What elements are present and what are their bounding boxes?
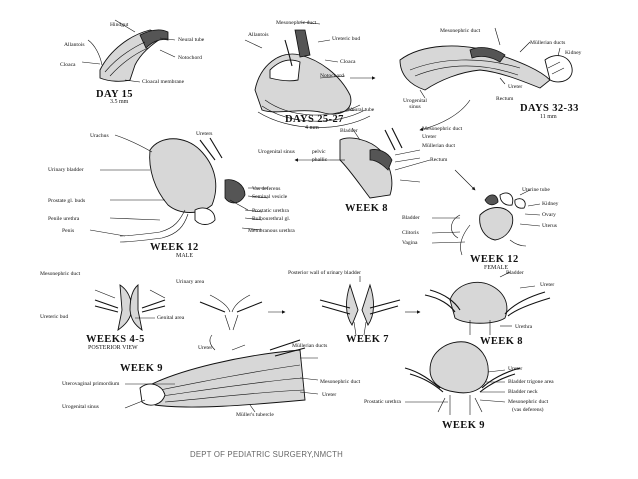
label-urethra: Urethra (515, 324, 533, 330)
title-week9-right: WEEK 9 (442, 420, 485, 431)
label-notochord: Notochord (178, 55, 202, 61)
label-kidney-2: Kidney (542, 201, 559, 207)
label-rectum: Rectum (496, 96, 514, 102)
label-ureteric-bud-2: Ureteric bud (40, 314, 69, 320)
label-bladder-3: Bladder (506, 270, 524, 276)
label-genital-area: Genital area (157, 315, 185, 321)
label-ureteric-bud: Ureteric bud (332, 36, 361, 42)
title-week8-right: WEEK 8 (480, 336, 523, 347)
label-clitoris: Clitoris (402, 230, 419, 236)
label-mesonephric-duct-7: Mesonephric duct (508, 399, 549, 405)
week8b-figure (424, 271, 551, 335)
label-ureter-3: Ureter (540, 282, 555, 288)
size-days32: 11 mm (540, 114, 557, 120)
title-week8: WEEK 8 (345, 203, 388, 214)
label-neural-tube: Neural tube (178, 37, 205, 43)
title-days25: DAYS 25-27 (285, 114, 344, 125)
label-uterus: Uterus (542, 223, 557, 229)
size-day15: 3.5 mm (110, 99, 129, 105)
label-posterior-wall: Posterior wall of urinary bladder (288, 270, 362, 276)
title-week12-female: WEEK 12 (470, 254, 519, 265)
subtitle-male: MALE (176, 253, 193, 259)
label-vagina: Vagina (402, 240, 418, 246)
label-urinary-area: Urinary area (176, 279, 205, 285)
day15-figure (81, 19, 176, 83)
label-ureter-5: Ureter (322, 392, 337, 398)
label-allantois-2: Allantois (248, 32, 269, 38)
label-bladder-neck: Bladder neck (508, 389, 538, 395)
label-mesonephric-duct-3: Mesonephric duct (440, 28, 481, 34)
label-ovary: Ovary (542, 212, 556, 218)
label-rectum-2: Rectum (430, 157, 448, 163)
days25-figure (244, 21, 371, 128)
title-week12-male: WEEK 12 (150, 242, 199, 253)
label-prostatic-urethra-2: Prostatic urethra (364, 399, 401, 405)
label-hindgut: Hindgut (110, 22, 129, 28)
label-penile-urethra: Penile urethra (48, 216, 80, 222)
label-bladder: Bladder (340, 128, 358, 134)
week12f-figure (431, 189, 541, 256)
title-days32: DAYS 32-33 (520, 103, 579, 114)
label-mullerian-duct: Müllerian duct (422, 143, 456, 149)
footer-text: DEPT OF PEDIATRIC SURGERY,NMCTH (190, 450, 343, 459)
weeks45-figure (94, 284, 263, 332)
label-urinary-bladder: Urinary bladder (48, 167, 84, 173)
label-vas-deferens-2: (vas deferens) (512, 407, 544, 413)
label-mesonephric-duct-6: Mesonephric duct (320, 379, 361, 385)
label-cloaca: Cloaca (60, 62, 76, 68)
label-uterine-tube: Uterine tube (522, 187, 550, 193)
label-seminal-vesicle: Seminal vesicle (252, 194, 288, 200)
label-urogenital-sinus: Urogenital sinus (403, 98, 427, 110)
label-kidney: Kidney (565, 50, 582, 56)
label-urogenital-sinus-2: Urogenital sinus (258, 149, 295, 155)
title-week9-left: WEEK 9 (120, 363, 163, 374)
label-neural-tube-2: Neural tube (348, 107, 375, 113)
label-mesonephric-duct-4: Mesonephric duct (422, 126, 463, 132)
label-mesonephric-duct-5: Mesonephric duct (40, 271, 81, 277)
label-membranous-urethra: Membranous urethra (248, 228, 295, 234)
label-prostatic-urethra: Prostatic urethra (252, 208, 289, 214)
days32-figure (399, 27, 573, 99)
label-uterovaginal: Uterovaginal primordium (62, 381, 120, 387)
week12m-figure (89, 134, 269, 243)
week9b-figure (404, 341, 521, 415)
week8-figure (330, 127, 431, 199)
label-penis: Penis (62, 228, 75, 234)
subtitle-posterior-view: POSTERIOR VIEW (88, 345, 138, 351)
label-notochord-2: Notochord (320, 73, 344, 79)
subtitle-female: FEMALE (484, 265, 508, 271)
label-allantois: Allantois (64, 42, 85, 48)
title-day15: DAY 15 (96, 89, 133, 100)
label-urogenital-sinus-3: Urogenital sinus (62, 404, 99, 410)
label-mullerian-ducts: Müllerian ducts (530, 40, 566, 46)
label-vas-deferens: Vas deferens (252, 186, 281, 192)
label-pelvic: pelvic (312, 149, 326, 155)
label-phallic: phallic (312, 157, 328, 163)
week7-figure (319, 276, 401, 336)
label-mullers-tubercle: Müller's tubercle (236, 412, 274, 418)
label-bulbourethral: Bulbourethral gl. (252, 216, 291, 222)
label-ureter-4: Ureter (198, 345, 213, 351)
label-urachus: Urachus (90, 133, 109, 139)
title-weeks45: WEEKS 4-5 (86, 334, 145, 345)
label-ureter-6: Ureter (508, 366, 523, 372)
label-bladder-trigone: Bladder trigone area (508, 379, 554, 385)
label-mullerian-ducts-2: Müllerian ducts (292, 343, 328, 349)
label-prostate-buds: Prostate gl. buds (48, 198, 86, 204)
label-cloaca-2: Cloaca (340, 59, 356, 65)
size-days25: 4 mm (305, 125, 319, 131)
title-week7: WEEK 7 (346, 334, 389, 345)
label-bladder-2: Bladder (402, 215, 420, 221)
label-cloacal-membrane: Cloacal membrane (142, 79, 185, 85)
week9a-figure (124, 334, 319, 413)
label-ureters: Ureters (196, 131, 213, 137)
label-mesonephric-duct: Mesonephric duct (276, 20, 317, 26)
label-ureter-2: Ureter (422, 134, 437, 140)
label-ureter: Ureter (508, 84, 523, 90)
